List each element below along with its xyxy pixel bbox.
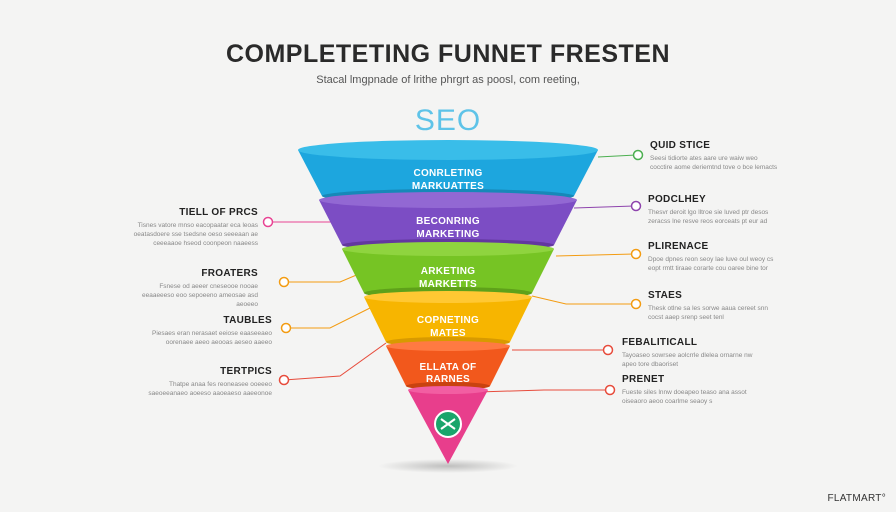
segment-3-label-line1: ARKETING <box>421 266 476 277</box>
funnel-shadow <box>378 459 518 473</box>
connector-lines <box>268 154 637 393</box>
dot-right-4 <box>630 298 642 310</box>
note-right-2: PODCLHEY Thesvr deroit lgo lltroe sie lu… <box>648 194 778 226</box>
note-left-1: TIELL OF PRCS Tisnes vatore mnso eacopaa… <box>120 207 258 248</box>
page-subtitle: Stacal lmgpnade of lrithe phrgrt as poos… <box>316 74 580 86</box>
note-left-3-heading: TAUBLES <box>223 315 272 326</box>
dot-left-1 <box>262 216 274 228</box>
brand-logo: FLATMART° <box>827 493 886 504</box>
note-right-3: PLIRENACE Dpoe dpnes reon seoy lae luve … <box>648 241 778 273</box>
note-right-5-body: Tayoaseo sowrsee aolcrrle dlelea ornarne… <box>622 352 753 368</box>
dot-left-2 <box>278 276 290 288</box>
connector-left-4 <box>283 342 387 381</box>
connector-right-1 <box>597 154 637 158</box>
note-right-3-heading: PLIRENACE <box>648 241 709 252</box>
segment-4-label-line1: COPNETING <box>417 315 479 326</box>
connector-right-4 <box>531 295 634 305</box>
note-left-4-heading: TERTPICS <box>220 366 272 377</box>
dot-right-6 <box>604 384 616 396</box>
segment-1-label-line2: MARKUATTES <box>412 181 484 192</box>
note-left-1-heading: TIELL OF PRCS <box>179 207 258 218</box>
dot-right-1 <box>632 149 644 161</box>
funnel-bottom-icon <box>434 410 462 438</box>
funnel-top-label: SEO <box>414 104 482 137</box>
dot-right-3 <box>630 248 642 260</box>
note-right-6-body: Fueste siles lnnw doeapeo teaso ana asso… <box>622 389 747 405</box>
dot-right-5 <box>602 344 614 356</box>
dot-right-2 <box>630 200 642 212</box>
note-right-4-body: Thesk otlne sa les sorwe aaua cereet snn… <box>648 305 768 321</box>
segment-1-label-line1: CONRLETING <box>413 168 482 179</box>
funnel-segment-3 <box>342 242 554 299</box>
dot-left-3 <box>280 322 292 334</box>
note-left-2: FROATERS Fsnese od aeeer cneseooe nooae … <box>128 268 258 309</box>
segment-4-label-line2: MATES <box>430 328 466 339</box>
note-right-2-body: Thesvr deroit lgo lltroe sie luved ptr d… <box>648 209 769 225</box>
note-left-2-heading: FROATERS <box>201 268 258 279</box>
note-right-6-heading: PRENET <box>622 374 665 385</box>
note-right-5: FEBALITICALL Tayoaseo sowrsee aolcrrle d… <box>622 337 762 369</box>
note-right-1-body: Seesi tidiorte ates aare ure waiw weo co… <box>650 155 778 171</box>
note-left-1-body: Tisnes vatore mnso eacopaatar eca leoas … <box>133 222 258 247</box>
note-right-1-heading: QUID STICE <box>650 140 711 151</box>
note-right-4-heading: STAES <box>648 290 683 301</box>
connector-right-6 <box>477 389 608 393</box>
connector-dots <box>262 149 644 396</box>
segment-2-label-line1: BECONRING <box>416 216 480 227</box>
note-right-6: PRENET Fueste siles lnnw doeapeo teaso a… <box>622 374 762 406</box>
connector-left-3 <box>286 307 371 329</box>
note-right-4: STAES Thesk otlne sa les sorwe aaua cere… <box>648 290 778 322</box>
connector-right-3 <box>555 253 635 257</box>
segment-5-label-line1: ELLATA OF <box>420 362 477 373</box>
note-left-3: TAUBLES Piesaes eran nerasaet eeiose eaa… <box>138 315 272 347</box>
note-left-4: TERTPICS Thatpe anaa fes reoneasee ooeee… <box>140 366 272 398</box>
segment-3-label-line2: MARKETTS <box>419 279 477 290</box>
page-title: COMPLETETING FUNNET FRESTEN <box>225 40 671 68</box>
segment-5-label-line2: RARNES <box>426 374 470 385</box>
note-right-5-heading: FEBALITICALL <box>622 337 698 348</box>
dot-left-4 <box>278 374 290 386</box>
note-right-3-body: Dpoe dpnes reon seoy lae luve oul weoy c… <box>648 256 774 272</box>
note-right-1: QUID STICE Seesi tidiorte ates aare ure … <box>650 140 780 172</box>
note-right-2-heading: PODCLHEY <box>648 194 706 205</box>
connector-right-2 <box>573 205 635 209</box>
note-left-3-body: Piesaes eran nerasaet eeiose eaaseeaeo o… <box>152 330 272 346</box>
note-left-2-body: Fsnese od aeeer cneseooe nooae eeaaeeeso… <box>141 283 258 308</box>
note-left-4-body: Thatpe anaa fes reoneasee ooeeeo saeoeea… <box>148 381 272 397</box>
segment-2-label-line2: MARKETING <box>416 229 479 240</box>
